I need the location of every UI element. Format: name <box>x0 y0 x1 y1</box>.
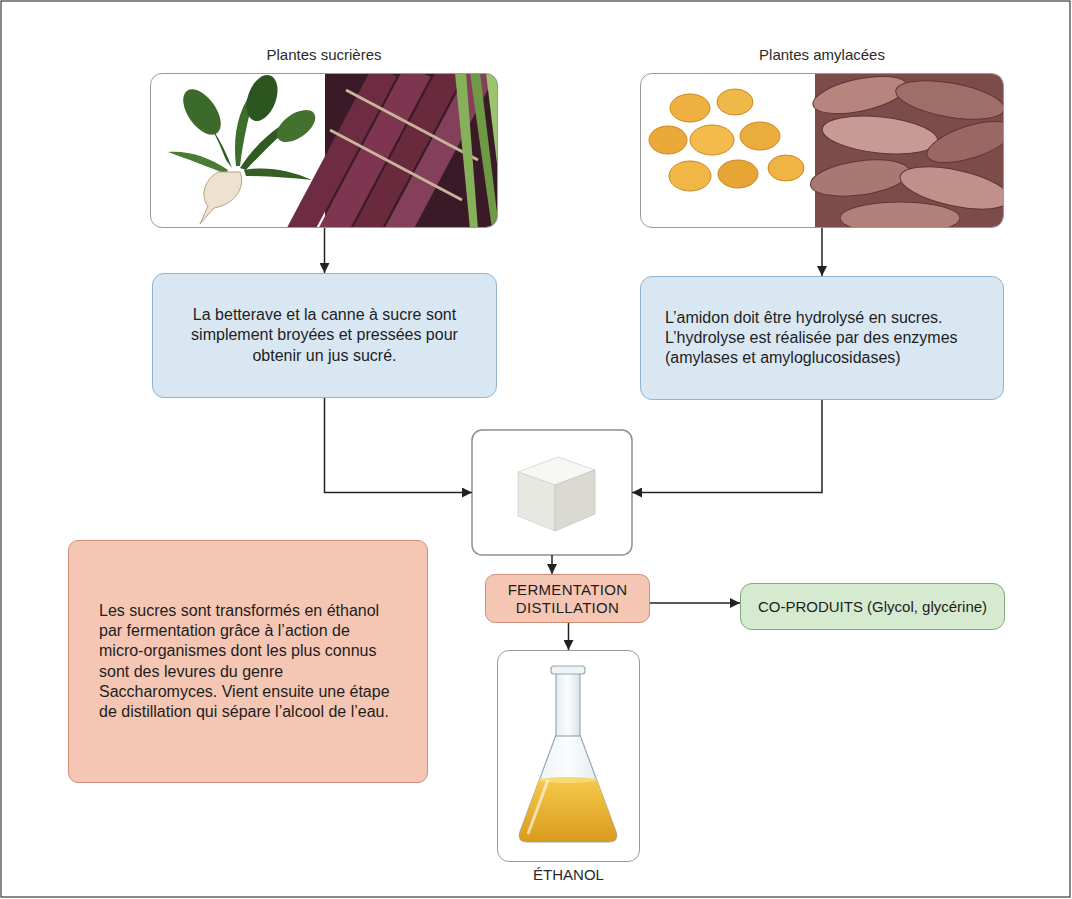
box-text: L’amidon doit être hydrolysé en sucres. … <box>665 308 979 369</box>
cassava-picture-part <box>922 113 1003 171</box>
ethanol-flask-picture-part <box>556 672 580 736</box>
process-box: L’amidon doit être hydrolysé en sucres. … <box>640 276 1004 400</box>
heading-label: Plantes amylacées <box>601 46 1043 64</box>
ethanol-flask-picture-part <box>519 780 616 842</box>
flow-arrow-layout <box>325 398 473 493</box>
box-text: Les sucres sont transformés en éthanol p… <box>99 601 397 723</box>
sugar-cane-picture-part <box>470 74 497 227</box>
note-box: Les sucres sont transformés en éthanol p… <box>68 540 428 783</box>
ethanol-flask-picture-part <box>551 666 585 674</box>
ethanol-flask-picture-part <box>528 780 548 834</box>
flask-box: ÉTHANOL <box>497 650 640 862</box>
flow-arrow <box>650 602 740 604</box>
beet-picture-part <box>176 83 229 142</box>
potato-picture-part <box>717 89 753 115</box>
potato-picture-part <box>669 161 711 191</box>
beet-picture-part <box>200 172 242 224</box>
photo-box: Plantes sucrières <box>150 73 498 228</box>
starch-plants-photo-part <box>641 74 816 227</box>
cassava-picture-part <box>810 74 911 121</box>
potato-picture-part <box>768 155 804 181</box>
cassava-picture-part <box>893 74 1003 126</box>
process-box: La betterave et la canne à sucre sont si… <box>152 273 497 398</box>
sugar-cane-picture <box>285 74 497 227</box>
sugar-cane-picture-part <box>486 74 497 180</box>
potato-picture-part <box>740 122 780 150</box>
sugar-plants-photo <box>151 74 497 227</box>
beet-picture-part <box>271 104 321 149</box>
beet-picture <box>168 74 321 224</box>
flow-arrow <box>324 228 326 273</box>
beet-picture-part <box>241 74 284 125</box>
flow-arrow-layout <box>551 555 553 574</box>
box-text: CO-PRODUITS (Glycol, glycérine) <box>751 598 994 616</box>
ethanol-flask-picture <box>519 666 616 842</box>
heading-label: Plantes sucrières <box>111 46 537 64</box>
potato-picture <box>649 89 804 191</box>
potato-picture-part <box>670 94 710 122</box>
beet-picture-part <box>244 168 312 180</box>
cassava-picture-part <box>820 111 939 159</box>
output-box: CO-PRODUITS (Glycol, glycérine) <box>740 583 1005 630</box>
cassava-picture-part <box>808 154 912 202</box>
cassava-picture-part <box>840 202 960 227</box>
sugar-cube-box-part <box>518 472 555 531</box>
flow-arrow <box>568 623 570 650</box>
step-box: FERMENTATION DISTILLATION <box>485 574 650 623</box>
heading-label: ÉTHANOL <box>458 866 679 884</box>
sugar-cube-box <box>472 430 632 555</box>
sugar-cube-box-part <box>472 430 632 555</box>
beet-picture-part <box>168 152 228 174</box>
ethanol-flask-picture-part <box>519 735 616 842</box>
potato-picture-part <box>690 125 734 155</box>
box-text: La betterave et la canne à sucre sont si… <box>179 305 470 366</box>
photo-box: Plantes amylacées <box>640 73 1004 228</box>
starch-plants-photo <box>641 74 1003 227</box>
flow-arrow-layout <box>632 400 822 493</box>
flow-arrow <box>821 228 823 276</box>
cassava-picture <box>808 74 1003 227</box>
sugar-cube-box-part <box>555 470 595 531</box>
potato-picture-part <box>718 160 758 188</box>
potato-picture-part <box>649 126 687 154</box>
box-text: FERMENTATION DISTILLATION <box>494 581 641 616</box>
